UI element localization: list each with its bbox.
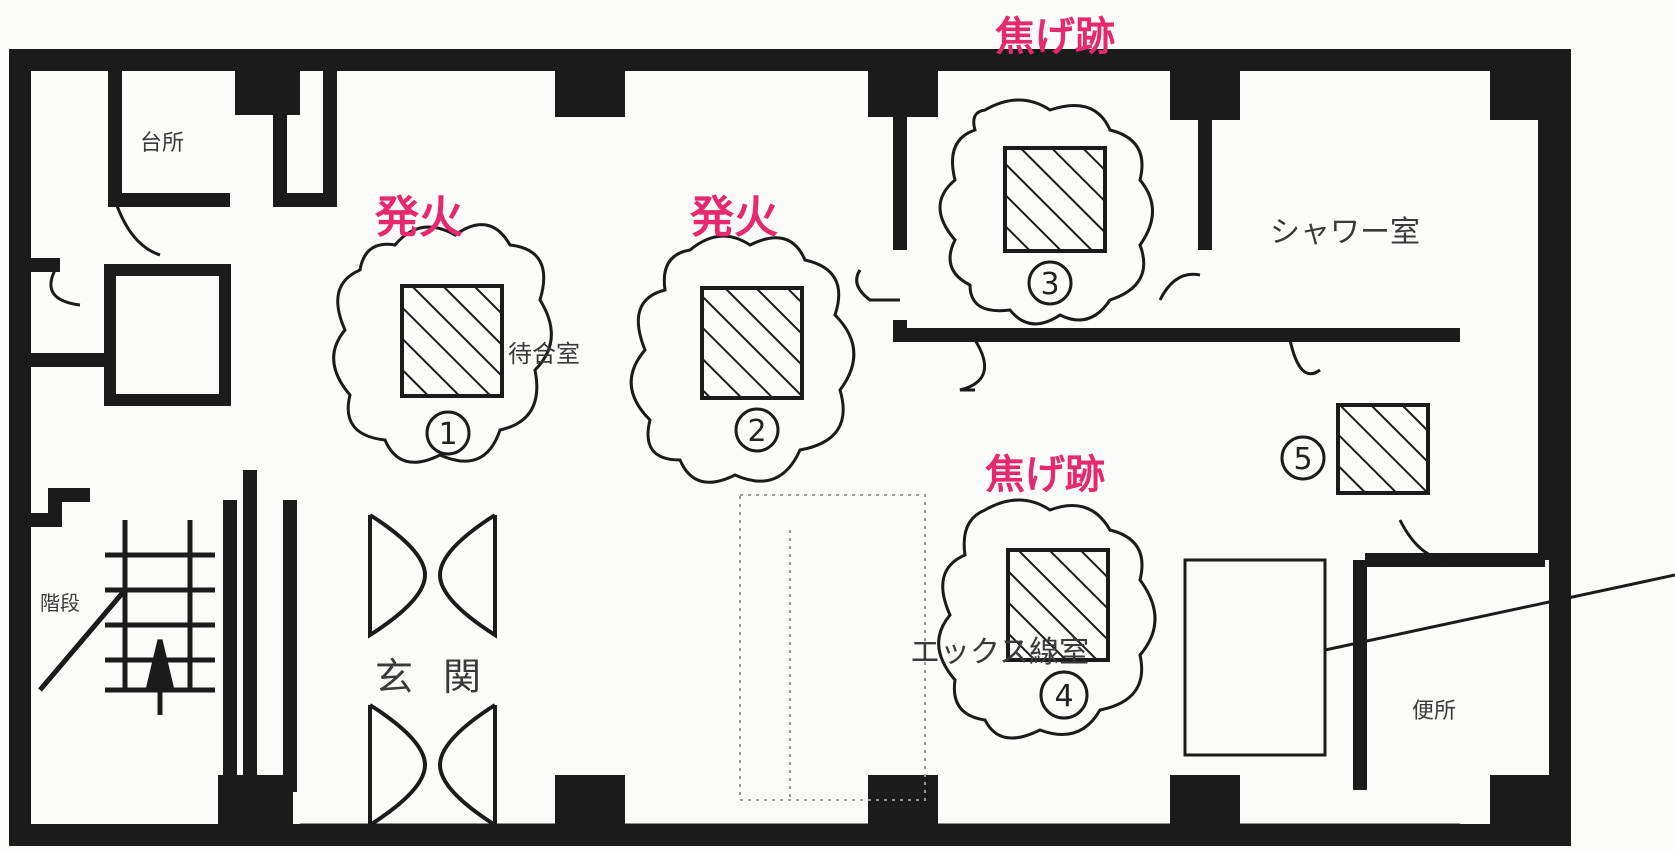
room-label-kitchen: 台所 xyxy=(140,131,184,156)
door-swing xyxy=(1158,272,1201,301)
entrance-door-upper-right xyxy=(437,513,497,639)
stair-diagonal xyxy=(38,588,127,692)
entrance-door-lower-left xyxy=(368,703,428,829)
scorch-clouds xyxy=(332,98,1157,740)
column xyxy=(1490,775,1560,835)
marker-circle-2 xyxy=(734,407,780,453)
door-swing xyxy=(113,199,161,257)
marker-circle-3 xyxy=(1027,260,1073,306)
column xyxy=(868,775,938,835)
marker-circle-5 xyxy=(1280,435,1326,481)
wall-room3-bottom xyxy=(893,320,1460,342)
exam-table xyxy=(1183,558,1327,757)
cloud-4 xyxy=(937,498,1157,740)
marker-4: 4 xyxy=(1054,679,1073,714)
cloud-1 xyxy=(332,223,553,464)
room-label-shower: シャワー室 xyxy=(1270,215,1420,250)
room-label-stairs: 階段 xyxy=(40,591,80,615)
door-swing xyxy=(855,269,900,302)
column xyxy=(868,52,938,117)
marker-5: 5 xyxy=(1293,442,1312,477)
room-label-toilet: 便所 xyxy=(1412,699,1456,724)
annotation-scorch-1: 焦げ跡 xyxy=(995,14,1115,60)
cloud-3 xyxy=(938,98,1154,326)
door-swings xyxy=(49,199,1451,562)
column xyxy=(555,775,625,835)
outer-wall-frame xyxy=(9,49,1571,846)
room-label-exam: エックス線室 xyxy=(910,635,1089,670)
room-label-waiting: 待合室 xyxy=(508,340,580,368)
marker-2: 2 xyxy=(747,414,766,449)
wall-kitchen xyxy=(273,70,337,207)
door-swing xyxy=(1398,519,1451,562)
door-swing xyxy=(959,339,986,392)
stair-arrow xyxy=(144,639,176,693)
marker-1: 1 xyxy=(438,417,457,452)
wall-stair-partition xyxy=(243,470,297,792)
leader-line xyxy=(1324,573,1675,652)
number-markers xyxy=(425,260,1326,720)
burn-spot-1 xyxy=(400,284,504,398)
entrance-doors xyxy=(368,513,497,829)
marker-circle-4 xyxy=(1039,670,1089,720)
entrance-door-upper-left xyxy=(368,513,428,639)
door-swing xyxy=(49,269,81,307)
burn-spot-3 xyxy=(1003,146,1107,253)
annotation-scorch-2: 焦げ跡 xyxy=(985,452,1105,498)
annotation-ignition-2: 発火 xyxy=(689,192,778,243)
entrance-door-lower-right xyxy=(437,703,497,829)
wall-stair-top xyxy=(30,488,90,527)
room-label-entrance: 玄関 xyxy=(375,655,511,699)
annotation-ignition-1: 発火 xyxy=(374,192,463,243)
burn-spot-5 xyxy=(1336,403,1430,495)
stair-treads xyxy=(38,520,215,715)
counter-outline xyxy=(739,494,926,801)
column xyxy=(1170,775,1240,835)
burn-spot-4 xyxy=(1006,548,1110,662)
burn-spot-2 xyxy=(700,286,804,400)
wall-closet xyxy=(104,264,231,406)
marker-3: 3 xyxy=(1040,267,1059,302)
interior-walls xyxy=(30,70,1552,792)
marker-circle-1 xyxy=(425,410,471,456)
columns xyxy=(218,52,1560,835)
burn-spots xyxy=(400,146,1430,662)
door-swing xyxy=(1288,339,1321,376)
cloud-2 xyxy=(629,234,856,484)
column xyxy=(555,52,625,117)
faint-counter xyxy=(739,494,926,801)
column xyxy=(235,65,300,115)
